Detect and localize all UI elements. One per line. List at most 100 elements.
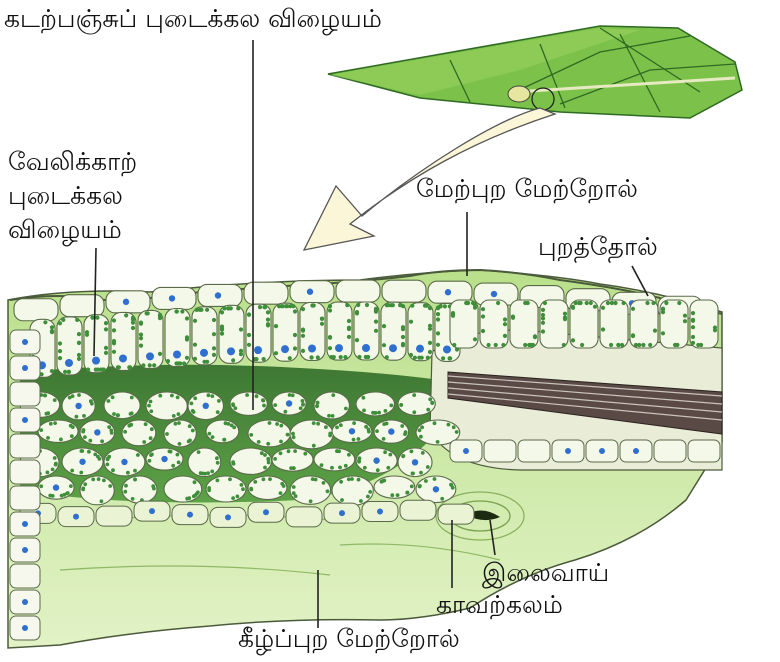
chloroplast (448, 356, 452, 360)
chloroplast (176, 453, 180, 457)
chloroplast (451, 486, 455, 490)
chloroplast (481, 307, 485, 311)
lower-epidermis-cell (400, 500, 436, 520)
nucleus (565, 448, 571, 454)
chloroplast (175, 309, 179, 313)
chloroplast (620, 343, 624, 347)
chloroplast (344, 464, 348, 468)
chloroplast (382, 437, 386, 441)
nucleus (161, 456, 167, 462)
chloroplast (339, 423, 343, 427)
chloroplast (541, 321, 545, 325)
chloroplast (419, 471, 423, 475)
chloroplast (85, 333, 89, 337)
chloroplast (622, 301, 626, 305)
nucleus (215, 292, 221, 298)
nucleus (286, 400, 292, 406)
chloroplast (691, 341, 695, 345)
chloroplast (364, 425, 368, 429)
chloroplast (279, 491, 283, 495)
nucleus (53, 484, 59, 490)
nucleus (373, 457, 379, 463)
nucleus (65, 359, 73, 367)
chloroplast (100, 499, 104, 503)
chloroplast (428, 341, 432, 345)
chloroplast (54, 462, 58, 466)
chloroplast (88, 439, 92, 443)
chloroplast (131, 318, 135, 322)
chloroplast (401, 342, 405, 346)
chloroplast (410, 485, 414, 489)
chloroplast (239, 327, 243, 331)
chloroplast (436, 343, 440, 347)
chloroplast (53, 421, 57, 425)
chloroplast (208, 432, 212, 436)
chloroplast (207, 488, 211, 492)
chloroplast (421, 451, 425, 455)
nucleus (123, 299, 129, 305)
chloroplast (503, 317, 507, 321)
nucleus (263, 509, 269, 515)
upper-epidermis-cell (60, 295, 104, 317)
label-cuticle: புறத்தோல் (538, 232, 658, 262)
spongy-cell (80, 476, 114, 505)
chloroplast (288, 356, 292, 360)
chloroplast (601, 327, 605, 331)
label-upper-epidermis: மேற்புற மேற்றோல் (416, 174, 638, 204)
chloroplast (50, 369, 54, 373)
chloroplast (266, 310, 270, 314)
chloroplast (131, 497, 135, 501)
chloroplast (249, 433, 253, 437)
chloroplast (79, 471, 83, 475)
chloroplast (320, 322, 324, 326)
chloroplast (310, 303, 314, 307)
spongy-cell (248, 476, 287, 500)
chloroplast (315, 404, 319, 408)
chloroplast (481, 329, 485, 333)
chloroplast (301, 399, 305, 403)
chloroplast (384, 409, 388, 413)
nucleus (443, 345, 451, 353)
chloroplast (165, 432, 169, 436)
chloroplast (49, 422, 53, 426)
chloroplast (112, 328, 116, 332)
chloroplast (286, 433, 290, 437)
chloroplast (210, 470, 214, 474)
chloroplast (177, 421, 181, 425)
chloroplast (130, 411, 134, 415)
chloroplast (123, 430, 127, 434)
chloroplast (436, 312, 440, 316)
chloroplast (451, 312, 455, 316)
chloroplast (331, 414, 335, 418)
chloroplast (399, 403, 403, 407)
chloroplast (216, 461, 220, 465)
chloroplast (106, 457, 110, 461)
chloroplast (385, 355, 389, 359)
chloroplast (571, 338, 575, 342)
chloroplast (418, 428, 422, 432)
chloroplast (124, 313, 128, 317)
spongy-cell (314, 448, 355, 471)
chloroplast (124, 484, 128, 488)
chloroplast (503, 322, 507, 326)
chloroplast (301, 329, 305, 333)
chloroplast (83, 435, 87, 439)
chloroplast (529, 343, 533, 347)
nucleus (254, 346, 262, 354)
chloroplast (58, 341, 62, 345)
chloroplast (220, 327, 224, 331)
chloroplast (401, 335, 405, 339)
nucleus (149, 508, 155, 514)
chloroplast (139, 333, 143, 337)
chloroplast (77, 357, 81, 361)
chloroplast (277, 304, 281, 308)
chloroplast (356, 303, 360, 307)
chloroplast (428, 350, 432, 354)
nucleus (633, 448, 639, 454)
chloroplast (314, 478, 318, 482)
chloroplast (253, 480, 257, 484)
edge-cell (10, 460, 40, 484)
chloroplast (193, 494, 197, 498)
chloroplast (158, 314, 162, 318)
chloroplast (48, 494, 52, 498)
